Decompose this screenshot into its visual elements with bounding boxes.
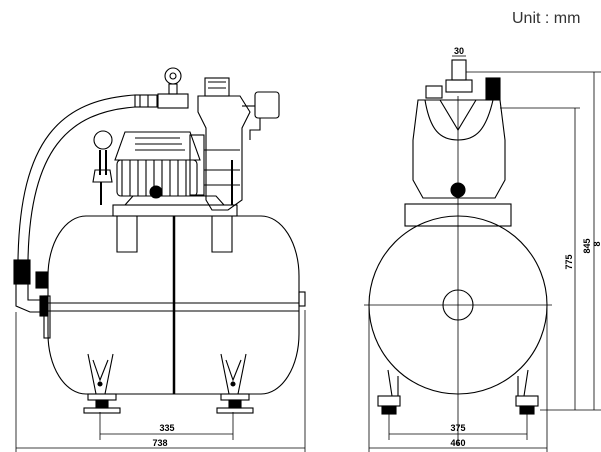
pump-head: [189, 77, 280, 211]
dim-side-leg-spacing: 375: [450, 423, 465, 433]
dim-front-total-width: 738: [152, 438, 167, 448]
dim-side-total-width: 460: [450, 438, 465, 448]
side-pump: [412, 59, 506, 199]
side-tank: [364, 96, 552, 445]
front-legs: [83, 353, 254, 414]
dim-clipped-height: 8: [592, 241, 601, 246]
pressure-gauge: [134, 67, 189, 109]
suction-pipe: [13, 94, 136, 317]
front-tank: [43, 215, 306, 395]
front-view: [13, 67, 306, 414]
dim-top-outlet: 30: [454, 46, 464, 56]
dimension-labels: 335 738 375 460 30 775 845 8: [152, 46, 601, 448]
motor: [92, 130, 201, 205]
dim-front-leg-spacing: 335: [159, 423, 174, 433]
side-view: [364, 59, 552, 445]
dimension-lines: [15, 55, 601, 452]
dim-tank-to-top: 775: [564, 254, 574, 269]
side-legs: [377, 369, 539, 415]
dim-total-height: 845: [582, 238, 592, 253]
unit-label: Unit : mm: [512, 10, 581, 27]
